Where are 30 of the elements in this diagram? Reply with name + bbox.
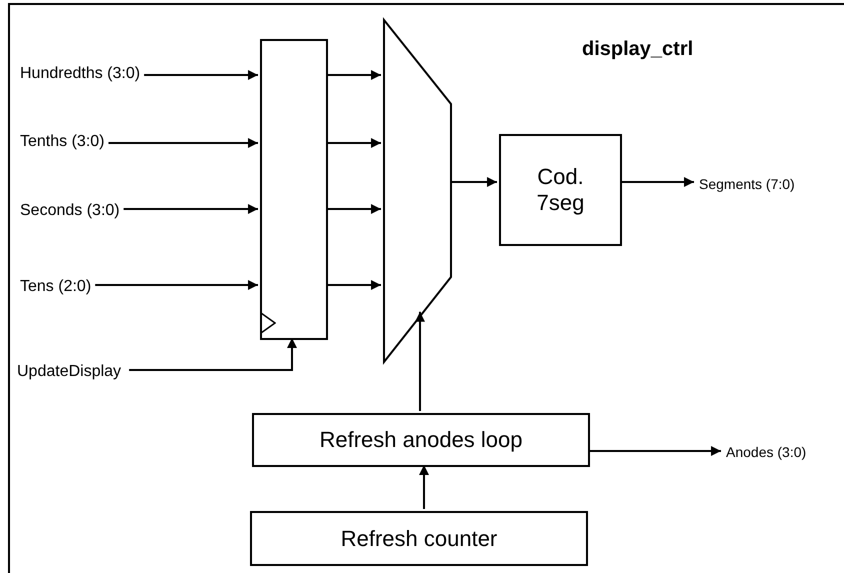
arrow	[415, 312, 425, 411]
module-frame	[8, 3, 844, 573]
block-box	[499, 134, 622, 246]
block-box	[252, 413, 590, 467]
signal-label: Tenths (3:0)	[20, 132, 104, 152]
arrow	[326, 204, 381, 214]
arrow	[108, 138, 258, 148]
arrow	[129, 338, 297, 371]
signal-label: Hundredths (3:0)	[20, 64, 140, 84]
arrow	[588, 446, 721, 456]
arrow	[326, 280, 381, 290]
signal-label: Tens (2:0)	[20, 277, 92, 297]
signal-label: Anodes (3:0)	[726, 442, 806, 462]
arrow	[124, 204, 258, 214]
arrow	[419, 465, 429, 509]
arrow	[620, 177, 694, 187]
signal-label: Seconds (3:0)	[20, 201, 120, 221]
arrow	[450, 177, 497, 187]
arrow	[326, 138, 381, 148]
arrow	[326, 70, 381, 80]
block-label: Refresh counter	[340, 526, 498, 552]
signal-label: Segments (7:0)	[699, 174, 795, 194]
arrow	[95, 280, 258, 290]
block-label: Refresh anodes loop	[319, 427, 523, 453]
block-label: Cod. 7seg	[536, 164, 586, 216]
signal-label: UpdateDisplay	[17, 362, 122, 382]
module-title: display_ctrl	[582, 38, 694, 61]
register-box	[260, 39, 328, 340]
block-box	[250, 511, 588, 566]
arrow	[144, 70, 258, 80]
